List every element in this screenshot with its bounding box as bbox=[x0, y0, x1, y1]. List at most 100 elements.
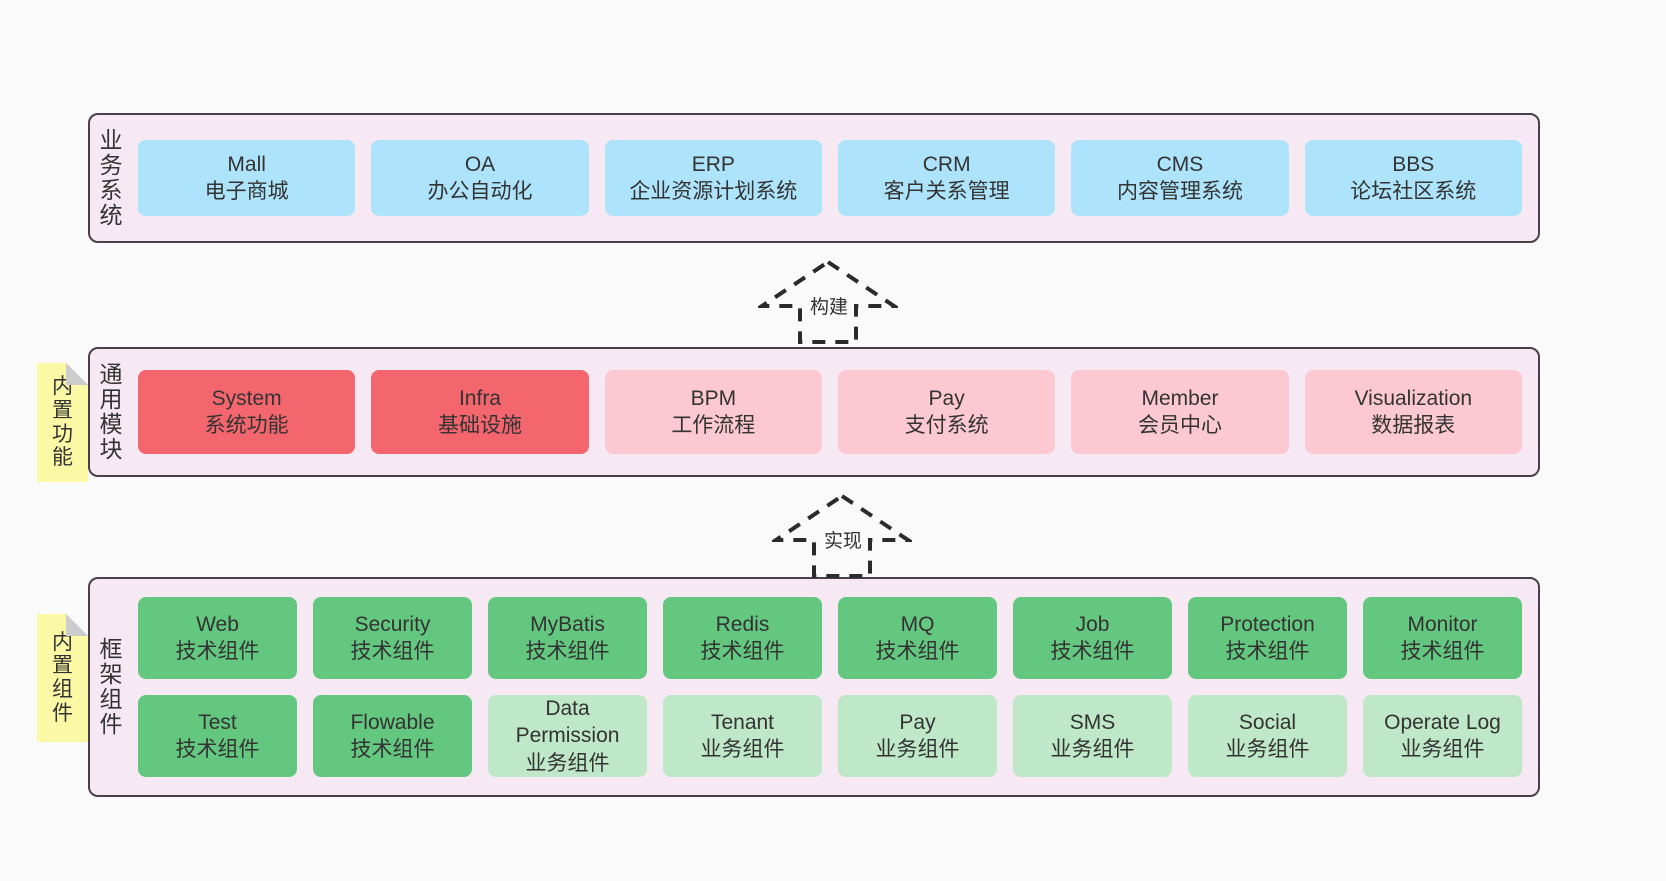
layer-title-char: 务 bbox=[99, 152, 123, 179]
card-subtitle: 数据报表 bbox=[1371, 414, 1456, 437]
card-subtitle: 技术组件 bbox=[350, 640, 435, 663]
card-title: Operate Log bbox=[1384, 710, 1501, 734]
card-title: Protection bbox=[1220, 612, 1315, 636]
card-tenant[interactable]: Tenant 业务组件 bbox=[663, 695, 822, 777]
card-pay-module[interactable]: Pay 支付系统 bbox=[837, 370, 1056, 454]
card-data-permission[interactable]: Data Permission 业务组件 bbox=[488, 695, 647, 777]
card-crm[interactable]: CRM 客户关系管理 bbox=[837, 140, 1056, 216]
general-module-layer-title: 通 用 模 块 bbox=[90, 349, 132, 475]
card-operate-log[interactable]: Operate Log 业务组件 bbox=[1363, 695, 1522, 777]
build-arrow-label: 构建 bbox=[810, 297, 849, 318]
card-security[interactable]: Security 技术组件 bbox=[313, 597, 472, 679]
card-title: Mall bbox=[227, 152, 266, 176]
card-title: BBS bbox=[1392, 152, 1435, 176]
card-title: Infra bbox=[458, 386, 501, 410]
card-subtitle: 业务组件 bbox=[1400, 738, 1485, 761]
card-subtitle: 电子商城 bbox=[204, 180, 289, 203]
general-module-layer: 通 用 模 块 System 系统功能 Infra 基础设施 BPM 工作流程 … bbox=[88, 347, 1540, 477]
card-subtitle: 业务组件 bbox=[1225, 738, 1310, 761]
card-subtitle: 技术组件 bbox=[175, 640, 260, 663]
layer-title-char: 系 bbox=[99, 177, 123, 203]
card-subtitle: 技术组件 bbox=[1225, 640, 1310, 663]
card-subtitle: 业务组件 bbox=[875, 738, 960, 761]
implement-arrow-icon bbox=[772, 493, 912, 578]
layer-title-char: 框 bbox=[99, 636, 123, 663]
card-member[interactable]: Member 会员中心 bbox=[1071, 370, 1289, 454]
card-title: Job bbox=[1075, 612, 1110, 636]
card-bpm[interactable]: BPM 工作流程 bbox=[604, 370, 822, 454]
card-subtitle: 业务组件 bbox=[525, 751, 610, 775]
note-char: 功 bbox=[52, 422, 73, 446]
note-char: 组 bbox=[52, 678, 73, 701]
card-title: Pay bbox=[899, 710, 936, 734]
card-mall[interactable]: Mall 电子商城 bbox=[138, 140, 356, 216]
note-char: 能 bbox=[52, 446, 73, 470]
card-subtitle: 内容管理系统 bbox=[1116, 180, 1243, 203]
card-title: CMS bbox=[1156, 152, 1204, 176]
card-pay-component[interactable]: Pay 业务组件 bbox=[838, 695, 997, 777]
framework-business-row: Test 技术组件 Flowable 技术组件 Data Permission … bbox=[138, 695, 1522, 777]
card-subtitle: 论坛社区系统 bbox=[1350, 180, 1477, 203]
card-title: Visualization bbox=[1354, 386, 1473, 410]
general-module-card-row: System 系统功能 Infra 基础设施 BPM 工作流程 Pay 支付系统… bbox=[132, 349, 1538, 475]
card-subtitle: 技术组件 bbox=[875, 640, 960, 663]
card-title: Pay bbox=[928, 386, 965, 410]
layer-title-char: 模 bbox=[99, 411, 123, 437]
note-char: 内 bbox=[52, 630, 73, 654]
card-subtitle: 支付系统 bbox=[904, 414, 989, 437]
layer-title-char: 业 bbox=[99, 127, 123, 154]
card-title: Redis bbox=[715, 612, 770, 636]
card-sms[interactable]: SMS 业务组件 bbox=[1013, 695, 1172, 777]
build-arrow-icon bbox=[758, 259, 898, 344]
card-title: Security bbox=[354, 612, 431, 636]
layer-title-char: 件 bbox=[99, 710, 123, 737]
note-char: 件 bbox=[52, 701, 73, 725]
card-oa[interactable]: OA 办公自动化 bbox=[371, 140, 589, 216]
card-title: Data Permission bbox=[515, 697, 620, 748]
card-title: Member bbox=[1141, 386, 1219, 410]
card-subtitle: 工作流程 bbox=[671, 414, 756, 437]
card-system[interactable]: System 系统功能 bbox=[138, 370, 356, 454]
card-title: CRM bbox=[922, 152, 971, 176]
layer-title-char: 统 bbox=[99, 201, 123, 228]
card-title: MQ bbox=[900, 612, 935, 636]
card-protection[interactable]: Protection 技术组件 bbox=[1188, 597, 1347, 679]
card-web[interactable]: Web 技术组件 bbox=[138, 597, 297, 679]
layer-title-char: 架 bbox=[99, 661, 123, 688]
card-erp[interactable]: ERP 企业资源计划系统 bbox=[604, 140, 822, 216]
business-system-card-row: Mall 电子商城 OA 办公自动化 ERP 企业资源计划系统 CRM 客户关系… bbox=[132, 115, 1538, 241]
card-mq[interactable]: MQ 技术组件 bbox=[838, 597, 997, 679]
card-subtitle: 技术组件 bbox=[350, 738, 435, 761]
card-job[interactable]: Job 技术组件 bbox=[1013, 597, 1172, 679]
layer-title-char: 通 bbox=[99, 361, 123, 388]
card-subtitle: 技术组件 bbox=[175, 738, 260, 761]
card-subtitle: 办公自动化 bbox=[427, 180, 533, 203]
note-fold-icon bbox=[66, 614, 88, 636]
note-char: 置 bbox=[52, 654, 73, 678]
card-title: MyBatis bbox=[530, 612, 605, 636]
layer-title-char: 用 bbox=[99, 386, 123, 413]
card-social[interactable]: Social 业务组件 bbox=[1188, 695, 1347, 777]
card-subtitle: 技术组件 bbox=[525, 640, 610, 663]
note-char: 置 bbox=[52, 398, 73, 422]
card-visualization[interactable]: Visualization 数据报表 bbox=[1304, 370, 1522, 454]
card-subtitle: 技术组件 bbox=[700, 640, 785, 663]
card-infra[interactable]: Infra 基础设施 bbox=[371, 370, 589, 454]
card-redis[interactable]: Redis 技术组件 bbox=[663, 597, 822, 679]
card-flowable[interactable]: Flowable 技术组件 bbox=[313, 695, 472, 777]
card-subtitle: 会员中心 bbox=[1137, 414, 1222, 437]
framework-component-layer: 框 架 组 件 Web 技术组件 Security 技术组件 MyBatis 技… bbox=[88, 577, 1540, 797]
card-mybatis[interactable]: MyBatis 技术组件 bbox=[488, 597, 647, 679]
layer-title-char: 块 bbox=[99, 435, 123, 462]
card-bbs[interactable]: BBS 论坛社区系统 bbox=[1304, 140, 1522, 216]
card-subtitle: 系统功能 bbox=[204, 414, 289, 437]
card-title: Flowable bbox=[350, 710, 435, 734]
builtin-function-note: 内 置 功 能 bbox=[37, 363, 88, 482]
note-fold-icon bbox=[66, 363, 88, 385]
card-subtitle: 企业资源计划系统 bbox=[629, 180, 798, 203]
card-cms[interactable]: CMS 内容管理系统 bbox=[1071, 140, 1289, 216]
card-title: SMS bbox=[1069, 710, 1116, 734]
card-test[interactable]: Test 技术组件 bbox=[138, 695, 297, 777]
business-system-layer-title: 业 务 系 统 bbox=[90, 115, 132, 241]
card-monitor[interactable]: Monitor 技术组件 bbox=[1363, 597, 1522, 679]
